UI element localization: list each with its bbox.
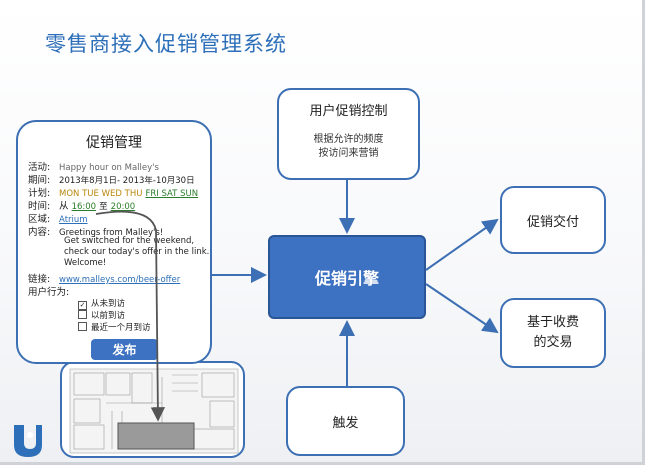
plan-days[interactable]: MON TUE WED THU [59,189,143,199]
content-line-4: Welcome! [64,258,107,268]
control-line-2: 按访问来营销 [318,148,379,159]
option-visited-before[interactable]: 以前到访 [78,309,125,321]
fee-based-trade-box: 基于收费 的交易 [500,298,606,368]
content-line-3: check our today's offer in the link. [64,247,210,257]
trade-line-2: 的交易 [533,335,573,350]
panel-title: 促销管理 [86,135,142,151]
time-row: 时间: 从 16:00 至 20:00 [28,198,135,212]
area-row: 区域: Atrium [28,211,88,225]
option-never-visited[interactable]: ✓ 从未到访 [78,297,125,310]
area-label: 区域: [28,214,51,225]
promotion-engine-box: 促销引擎 [268,235,426,319]
area-to-map-pointer [95,210,166,422]
checkbox-checked-icon[interactable]: ✓ [78,301,87,310]
time-label: 时间: [28,201,51,212]
period-value[interactable]: 2013年8月1日- 2013年-10月30日 [59,176,195,186]
activity-row: 活动: Happy hour on Malley's [28,159,159,173]
floor-plan-graphic [69,368,239,454]
time-start[interactable]: 16:00 [71,202,97,212]
atrium-area [117,422,195,450]
plan-days-highlight[interactable]: FRI SAT SUN [145,189,199,199]
period-row: 期间: 2013年8月1日- 2013年-10月30日 [28,172,195,186]
content-line-2: Get switched for the weekend, [64,236,195,246]
option-label: 最近一个月到访 [91,323,151,333]
period-label: 期间: [28,175,51,186]
arrow-engine-to-trade [425,283,499,334]
plan-label: 计划: [28,188,51,199]
promotion-delivery-box: 促销交付 [500,186,606,254]
user-promotion-control-box: 用户促销控制 根据允许的频度 按访问来营销 [277,88,420,180]
link-row: 链接: www.malleys.com/beer-offer [28,271,180,285]
behavior-label: 用户行为: [28,287,70,298]
link-value[interactable]: www.malleys.com/beer-offer [59,275,181,285]
activity-value[interactable]: Happy hour on Malley's [59,163,159,173]
plan-row: 计划: MON TUE WED THU FRI SAT SUN [28,185,198,199]
floor-map-panel [60,361,245,458]
time-from: 从 [59,201,69,212]
checkbox-icon[interactable] [78,322,87,331]
company-logo-icon [14,425,42,457]
activity-label: 活动: [28,162,51,173]
content-label: 内容: [28,227,51,238]
page-title: 零售商接入促销管理系统 [45,32,287,56]
time-end[interactable]: 20:00 [110,202,136,212]
option-label: 以前到访 [91,311,126,321]
arrow-engine-to-delivery [425,218,499,271]
content-line-1[interactable]: Greetings from Malley's! [59,228,164,238]
time-to: 至 [99,202,108,212]
control-line-1: 根据允许的频度 [313,134,384,145]
content-row: 内容: Greetings from Malley's! [28,224,163,238]
control-title: 用户促销控制 [309,104,388,119]
promotion-management-panel: 促销管理 活动: Happy hour on Malley's 期间: 2013… [16,120,212,364]
trade-line-1: 基于收费 [526,315,579,330]
area-value[interactable]: Atrium [59,215,88,225]
publish-button[interactable]: 发布 [91,339,158,360]
checkbox-icon[interactable] [78,310,87,319]
trigger-box: 触发 [286,386,405,456]
option-visited-last-month[interactable]: 最近一个月到访 [78,321,151,333]
link-label: 链接: [28,274,51,285]
option-label: 从未到访 [91,299,126,309]
